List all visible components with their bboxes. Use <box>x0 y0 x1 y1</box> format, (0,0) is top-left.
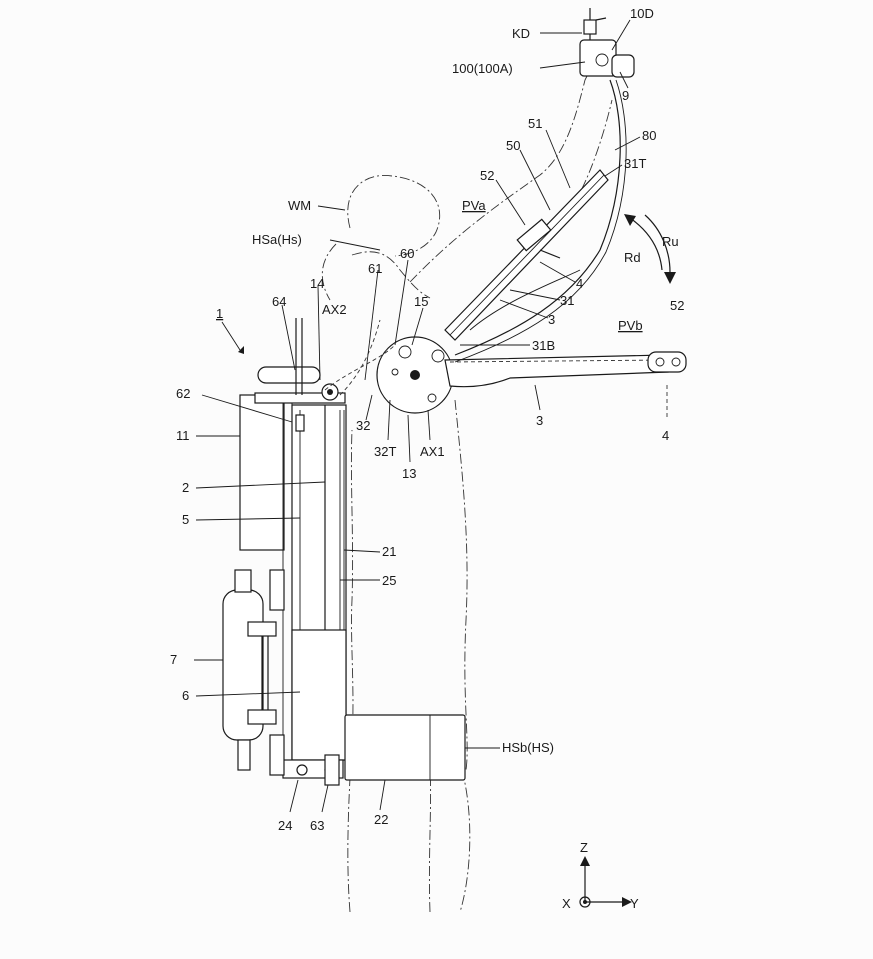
label-7: 7 <box>170 652 177 667</box>
coordinate-axes: Z X Y <box>562 840 639 911</box>
label-ax2: AX2 <box>322 302 347 317</box>
rotation-arrows <box>624 214 676 284</box>
label-31t: 31T <box>624 156 646 171</box>
human-body-outline <box>321 53 613 913</box>
label-52a: 52 <box>480 168 494 183</box>
label-50: 50 <box>506 138 520 153</box>
head-outline <box>347 175 441 257</box>
label-3a: 3 <box>548 312 555 327</box>
label-61: 61 <box>368 261 382 276</box>
label-21: 21 <box>382 544 396 559</box>
label-22: 22 <box>374 812 388 827</box>
rotary-hub-13 <box>376 336 454 414</box>
label-15: 15 <box>414 294 428 309</box>
axis-y-label: Y <box>630 896 639 911</box>
label-80: 80 <box>642 128 656 143</box>
main-frame <box>239 318 466 786</box>
forearm-outline <box>409 53 613 283</box>
label-ax1: AX1 <box>420 444 445 459</box>
cable-60 <box>324 319 396 396</box>
label-4b: 4 <box>662 428 669 443</box>
label-14: 14 <box>310 276 324 291</box>
label-2: 2 <box>182 480 189 495</box>
axis-z-label: Z <box>580 840 588 855</box>
label-32t: 32T <box>374 444 396 459</box>
gas-cylinder-7 <box>222 569 285 776</box>
cuff-pad-52b <box>647 351 687 373</box>
label-11: 11 <box>176 428 190 443</box>
label-60: 60 <box>400 246 414 261</box>
label-63: 63 <box>310 818 324 833</box>
label-25: 25 <box>382 573 396 588</box>
label-wm: WM <box>288 198 311 213</box>
label-24: 24 <box>278 818 292 833</box>
label-5: 5 <box>182 512 189 527</box>
label-62: 62 <box>176 386 190 401</box>
arm-link-80 <box>454 79 621 356</box>
label-32: 32 <box>356 418 370 433</box>
horizontal-arm-3 <box>444 351 687 420</box>
cuff-pad-52a <box>516 218 552 252</box>
raised-arm-31 <box>444 79 627 363</box>
label-4a: 4 <box>576 276 583 291</box>
label-52b: 52 <box>670 298 684 313</box>
label-64: 64 <box>272 294 286 309</box>
label-6: 6 <box>182 688 189 703</box>
label-ru: Ru <box>662 234 679 249</box>
label-ref-1: 1 <box>216 306 223 321</box>
label-pvb: PVb <box>618 318 643 333</box>
top-plate <box>254 392 346 404</box>
label-pva: PVa <box>462 198 486 213</box>
drive-unit-22 <box>344 714 466 781</box>
label-13: 13 <box>402 466 416 481</box>
label-kd: KD <box>512 26 530 41</box>
label-51: 51 <box>528 116 542 131</box>
label-100-100a: 100(100A) <box>452 61 513 76</box>
axis-x-label: X <box>562 896 571 911</box>
label-rd: Rd <box>624 250 641 265</box>
hand-device-100 <box>579 8 635 78</box>
label-hsa: HSa(Hs) <box>252 232 302 247</box>
label-9: 9 <box>622 88 629 103</box>
reference-labels: KD 10D 100(100A) 9 80 51 50 31T 52 PVa W… <box>170 6 684 833</box>
label-3b: 3 <box>536 413 543 428</box>
leader-lines <box>194 19 641 813</box>
battery-unit-6 <box>291 629 347 761</box>
label-10d: 10D <box>630 6 654 21</box>
label-31b: 31B <box>532 338 555 353</box>
control-box-11 <box>239 394 285 551</box>
label-hsb: HSb(HS) <box>502 740 554 755</box>
upper-arm-outline <box>351 251 431 299</box>
label-31a: 31 <box>560 293 574 308</box>
